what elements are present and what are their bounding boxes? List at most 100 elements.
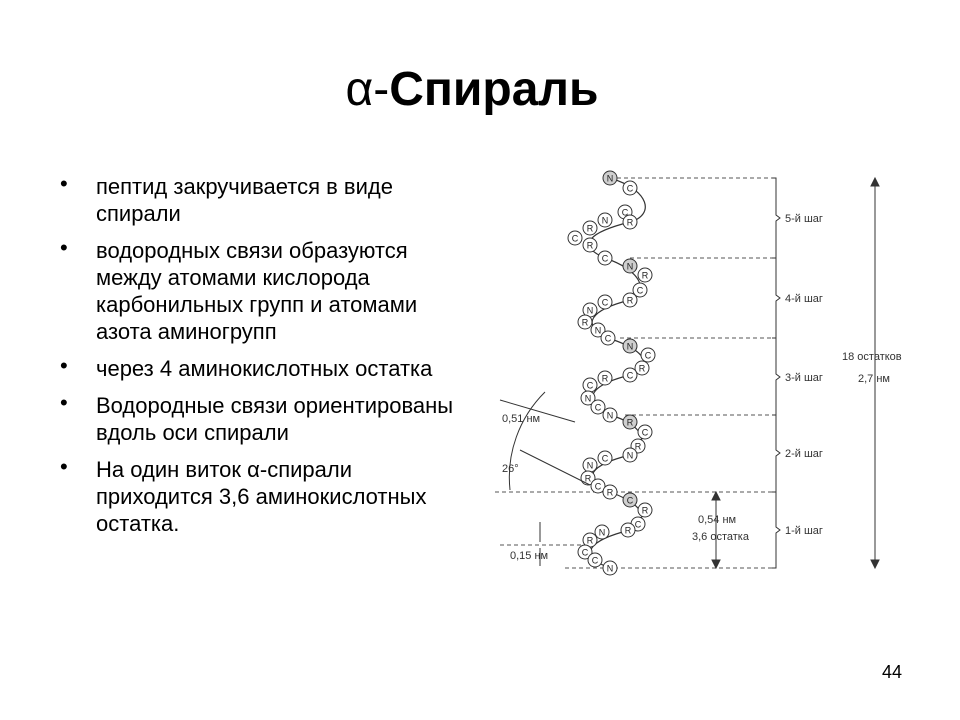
atom-letter: C <box>627 184 634 194</box>
nitrogen-atom: N <box>622 258 638 274</box>
side-chain-atom: R <box>620 522 636 538</box>
atom-letter: N <box>599 528 606 538</box>
atom-letter: R <box>627 218 634 228</box>
bullet-item: •На один виток α-спирали приходится 3,6 … <box>60 454 460 537</box>
atom-letter: N <box>607 411 614 421</box>
atom-letter: C <box>592 556 599 566</box>
title-alpha: α- <box>345 63 390 116</box>
atom-letter: C <box>572 234 579 244</box>
atom-letter: C <box>587 381 594 391</box>
turn-brackets <box>772 177 781 569</box>
atom-letter: R <box>642 506 649 516</box>
side-chain-atom: R <box>577 314 593 330</box>
atom-letter: N <box>595 326 602 336</box>
atom-letter: R <box>635 442 642 452</box>
side-chain-atom: R <box>622 414 638 430</box>
alpha-helix-diagram: NCCRNRCRCNRCRCNRNCNCRCRCNCNRCRNCNRCRCRCR… <box>495 170 902 576</box>
turn-label-4: 4-й шаг <box>785 293 823 305</box>
carbon-atom: C <box>632 282 648 298</box>
nitrogen-atom: N <box>602 560 618 576</box>
bullet-item: • пептид закручивается в виде спирали <box>60 171 460 227</box>
nitrogen-atom: N <box>590 322 606 338</box>
atom-letter: C <box>637 286 644 296</box>
side-chain-atom: R <box>634 360 650 376</box>
residue-rise-label: 0,15 нм <box>510 550 548 562</box>
atom-letter: R <box>587 241 594 251</box>
atom-letter: N <box>602 216 609 226</box>
atom-letter: N <box>587 461 594 471</box>
side-chain-atom: R <box>602 484 618 500</box>
atom-letter: C <box>635 520 642 530</box>
atom-letter: C <box>582 548 589 558</box>
turn-label-2: 2-й шаг <box>785 448 823 460</box>
bullet-text: Водородные связи ориентированы вдоль оси… <box>96 393 454 445</box>
bullet-item: • водородных связи образуются между атома… <box>60 235 460 345</box>
atom-letter: N <box>607 564 614 574</box>
bullet-text: водородных связи образуются между атомам… <box>96 238 418 344</box>
turn-label-1: 1-й шаг <box>785 525 823 537</box>
atom-letter: N <box>587 306 594 316</box>
atom-letter: N <box>627 262 634 272</box>
rise-length-label: 0,54 нм <box>698 514 736 526</box>
atom-letter: R <box>625 526 632 536</box>
side-chain-atom: R <box>622 292 638 308</box>
bullet-icon: • <box>60 390 68 415</box>
carbon-atom: C <box>597 294 613 310</box>
nitrogen-atom: N <box>622 447 638 463</box>
width-label: 0,51 нм <box>502 413 540 425</box>
nitrogen-atom: N <box>602 170 618 186</box>
slide-title: α-Спираль <box>0 62 944 118</box>
total-length-label: 2,7 нм <box>858 373 890 385</box>
bullet-text: пептид закручивается в виде спирали <box>96 174 393 226</box>
bullet-item: • Водородные связи ориентированы вдоль ос… <box>60 390 460 446</box>
nitrogen-atom: N <box>622 338 638 354</box>
carbon-atom: C <box>622 367 638 383</box>
atom-letter: R <box>587 536 594 546</box>
turn-label-5: 5-й шаг <box>785 213 823 225</box>
atom-letter: C <box>602 454 609 464</box>
carbon-atom: C <box>637 424 653 440</box>
bullet-icon: • <box>60 171 68 196</box>
atom-letter: C <box>605 334 612 344</box>
side-chain-atom: R <box>582 237 598 253</box>
atom-letter: R <box>642 271 649 281</box>
bullet-text: через 4 аминокислотных остатка <box>96 356 433 381</box>
carbon-atom: C <box>597 250 613 266</box>
carbon-atom: C <box>587 552 603 568</box>
dashed-turn-lines <box>495 177 772 569</box>
atom-letter: C <box>602 298 609 308</box>
nitrogen-atom: N <box>580 390 596 406</box>
atoms-layer: NCCRNRCRCNRCRCNRNCNCRCRCNCNRCRNCNRCRCRCR… <box>567 170 656 576</box>
atom-letter: C <box>595 403 602 413</box>
nitrogen-atom: N <box>597 212 613 228</box>
page-number: 44 <box>881 662 902 682</box>
angle-marker <box>499 391 591 491</box>
side-chain-atom: R <box>580 470 596 486</box>
carbon-atom: C <box>597 450 613 466</box>
carbon-atom: C <box>622 180 638 196</box>
total-length-arrow <box>870 176 880 570</box>
bullet-icon: • <box>60 353 68 378</box>
bullet-icon: • <box>60 235 68 260</box>
bullet-text: На один виток α-спирали приходится 3,6 а… <box>96 457 427 536</box>
nitrogen-atom: N <box>594 524 610 540</box>
atom-letter: R <box>627 418 634 428</box>
atom-letter: R <box>585 474 592 484</box>
carbon-atom: C <box>590 478 606 494</box>
turn-label-3: 3-й шаг <box>785 372 823 384</box>
total-residues-label: 18 остатков <box>842 351 902 363</box>
nitrogen-atom: N <box>582 457 598 473</box>
atom-letter: R <box>639 364 646 374</box>
atom-letter: C <box>642 428 649 438</box>
carbon-atom: C <box>582 377 598 393</box>
atom-letter: R <box>607 488 614 498</box>
carbon-atom: C <box>590 399 606 415</box>
atom-letter: C <box>627 496 634 506</box>
atom-letter: C <box>602 254 609 264</box>
carbon-atom: C <box>622 492 638 508</box>
atom-letter: R <box>627 296 634 306</box>
atom-letter: C <box>595 482 602 492</box>
side-chain-atom: R <box>597 370 613 386</box>
atom-letter: R <box>602 374 609 384</box>
carbon-atom: C <box>577 544 593 560</box>
